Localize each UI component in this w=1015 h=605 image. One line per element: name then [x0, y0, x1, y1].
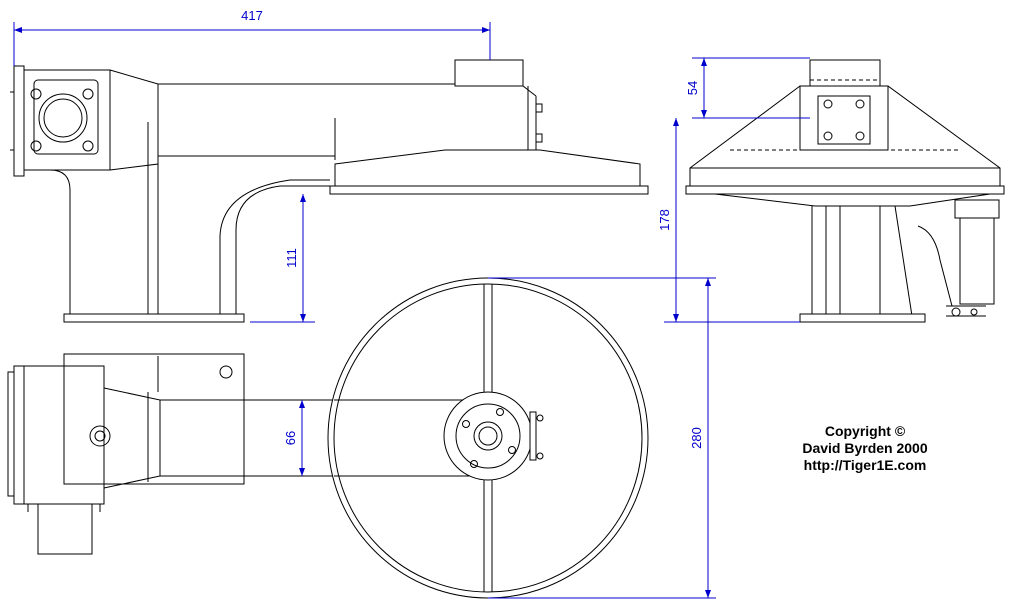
dim-base-height-label: 111 — [284, 248, 299, 268]
dim-housing-height-label: 178 — [657, 209, 672, 231]
dim-overall-length-label: 417 — [241, 8, 263, 23]
dim-wheel-diameter-label: 280 — [689, 427, 704, 449]
dim-arm-width-label: 66 — [283, 431, 298, 445]
dimension-lines — [13, 22, 810, 599]
copyright-url: http://Tiger1E.com — [803, 457, 927, 473]
side-elevation-view — [10, 59, 649, 323]
dim-top-height-label: 54 — [685, 81, 700, 95]
plan-view — [7, 277, 649, 599]
copyright-block: Copyright © David Byrden 2000 http://Tig… — [780, 423, 950, 474]
end-elevation-view — [685, 59, 1005, 323]
copyright-line: Copyright © — [824, 423, 906, 439]
copyright-author: David Byrden 2000 — [802, 440, 928, 456]
